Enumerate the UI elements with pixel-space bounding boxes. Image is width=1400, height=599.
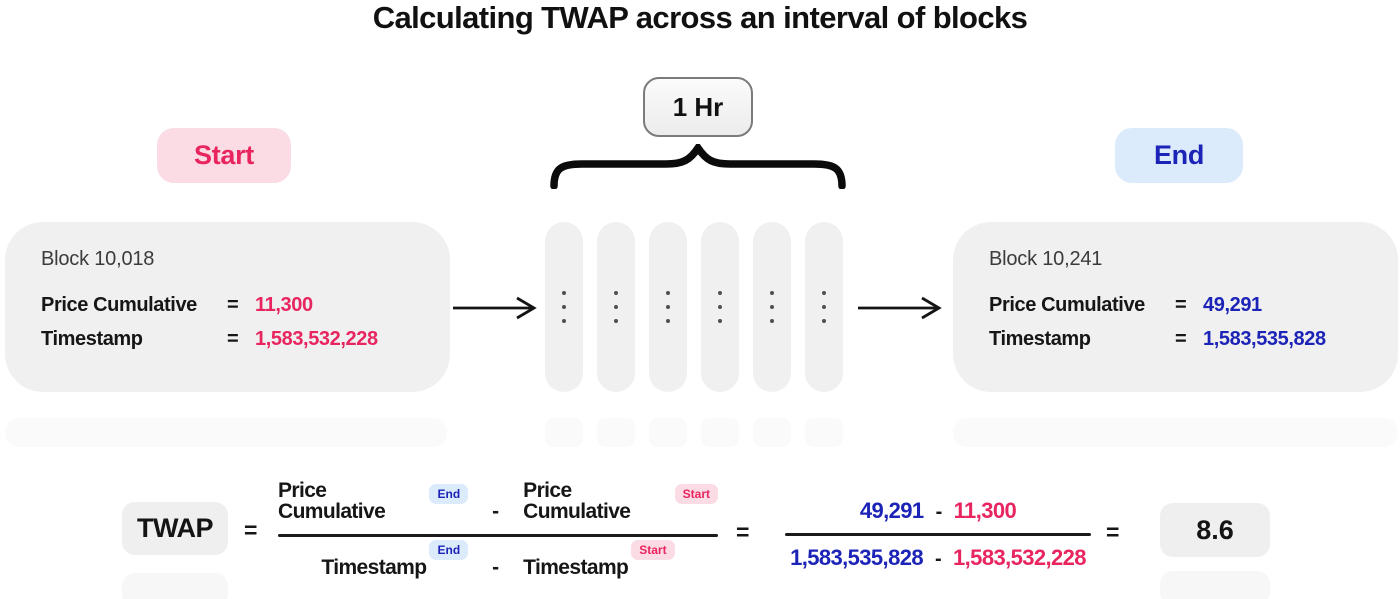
- end-block-rows: Price Cumulative = 49,291 Timestamp = 1,…: [989, 294, 1326, 351]
- minus-sign: -: [492, 555, 500, 579]
- intermediate-block: [701, 222, 739, 392]
- equals-sign: =: [227, 328, 239, 350]
- end-superscript-badge: End: [429, 484, 469, 504]
- minus-sign: -: [934, 547, 942, 570]
- twap-result-value-box: 8.6: [1160, 503, 1270, 557]
- start-price-cumulative-value: 11,300: [953, 498, 1017, 523]
- minus-sign: -: [492, 500, 500, 523]
- end-timestamp-value: 1,583,535,828: [790, 544, 923, 570]
- numeric-numerator: 49,291 - 11,300: [785, 498, 1091, 523]
- timestamp-label: Timestamp: [989, 328, 1091, 350]
- numeric-denominator: 1,583,535,828 - 1,583,532,228: [785, 544, 1091, 570]
- intermediate-block: [805, 222, 843, 392]
- ghost-block: [545, 418, 583, 447]
- fraction-line: [785, 533, 1091, 536]
- intermediate-block: [597, 222, 635, 392]
- end-block-number: Block 10,241: [989, 248, 1103, 270]
- minus-sign: -: [935, 501, 943, 523]
- price-cumulative-value: 11,300: [255, 294, 313, 316]
- timestamp-row: Timestamp = 1,583,532,228: [41, 328, 378, 351]
- ellipsis-dots-icon: [614, 291, 618, 323]
- page-title: Calculating TWAP across an interval of b…: [372, 0, 1028, 35]
- start-timestamp-value: 1,583,532,228: [953, 544, 1086, 570]
- interval-box: 1 Hr: [643, 77, 753, 137]
- ghost-intermediate-blocks: [545, 418, 843, 447]
- start-badge: Start: [157, 128, 291, 183]
- ellipsis-dots-icon: [562, 291, 566, 323]
- timestamp-term: Timestamp: [523, 555, 629, 579]
- equals-sign: =: [736, 519, 750, 545]
- intermediate-block: [753, 222, 791, 392]
- ellipsis-dots-icon: [822, 291, 826, 323]
- end-badge: End: [1115, 128, 1243, 183]
- twap-label: TWAP: [137, 513, 214, 543]
- intermediate-block: [649, 222, 687, 392]
- end-superscript-badge: End: [429, 539, 469, 560]
- price-cumulative-label: Price Cumulative: [989, 294, 1145, 316]
- start-superscript-badge: Start: [631, 539, 675, 560]
- interval-label: 1 Hr: [672, 91, 724, 122]
- start-superscript-badge: Start: [674, 484, 718, 504]
- intermediate-block: [545, 222, 583, 392]
- twap-result-label-box: TWAP: [122, 502, 228, 555]
- end-block-card: Block 10,241 Price Cumulative = 49,291 T…: [953, 222, 1398, 392]
- equals-sign: =: [1175, 328, 1187, 350]
- symbolic-numerator: Price Cumulative End - Price Cumulative …: [278, 480, 718, 523]
- price-cumulative-term: Price Cumulative: [278, 479, 386, 523]
- ghost-block: [597, 418, 635, 447]
- timestamp-value: 1,583,532,228: [255, 328, 378, 350]
- equals-sign: =: [1106, 519, 1120, 545]
- symbolic-denominator: Timestamp End - Timestamp Start: [278, 539, 718, 579]
- start-block-card: Block 10,018 Price Cumulative = 11,300 T…: [5, 222, 450, 392]
- symbolic-fraction: Price Cumulative End - Price Cumulative …: [278, 480, 718, 579]
- ghost-box: [122, 573, 228, 599]
- intermediate-blocks: [545, 222, 843, 392]
- start-block-rows: Price Cumulative = 11,300 Timestamp = 1,…: [41, 294, 378, 351]
- ellipsis-dots-icon: [666, 291, 670, 323]
- equals-sign: =: [244, 517, 258, 543]
- ellipsis-dots-icon: [718, 291, 722, 323]
- start-badge-label: Start: [193, 140, 254, 170]
- equals-sign: =: [1175, 294, 1187, 316]
- timestamp-label: Timestamp: [41, 328, 143, 350]
- price-cumulative-term: Price Cumulative: [523, 479, 631, 523]
- ghost-block: [701, 418, 739, 447]
- ghost-block: [753, 418, 791, 447]
- end-badge-label: End: [1153, 140, 1205, 170]
- arrow-right-icon: [453, 296, 537, 320]
- numeric-fraction: 49,291 - 11,300 1,583,535,828 - 1,583,53…: [785, 500, 1091, 569]
- arrow-right-icon: [858, 296, 942, 320]
- price-cumulative-label: Price Cumulative: [41, 294, 197, 316]
- ghost-block-strip: [5, 418, 447, 447]
- equals-sign: =: [227, 294, 239, 316]
- timestamp-row: Timestamp = 1,583,535,828: [989, 328, 1326, 351]
- timestamp-value: 1,583,535,828: [1203, 328, 1326, 350]
- ellipsis-dots-icon: [770, 291, 774, 323]
- price-cumulative-row: Price Cumulative = 49,291: [989, 294, 1326, 317]
- curly-brace-icon: [550, 144, 846, 189]
- ghost-block-strip: [953, 418, 1398, 447]
- price-cumulative-row: Price Cumulative = 11,300: [41, 294, 378, 317]
- fraction-line: [278, 534, 718, 537]
- ghost-box: [1160, 571, 1270, 599]
- end-price-cumulative-value: 49,291: [859, 498, 924, 523]
- start-block-number: Block 10,018: [41, 248, 155, 270]
- ghost-block: [805, 418, 843, 447]
- price-cumulative-value: 49,291: [1203, 294, 1262, 316]
- timestamp-term: Timestamp: [321, 555, 427, 579]
- ghost-block: [649, 418, 687, 447]
- twap-result-value: 8.6: [1196, 514, 1234, 545]
